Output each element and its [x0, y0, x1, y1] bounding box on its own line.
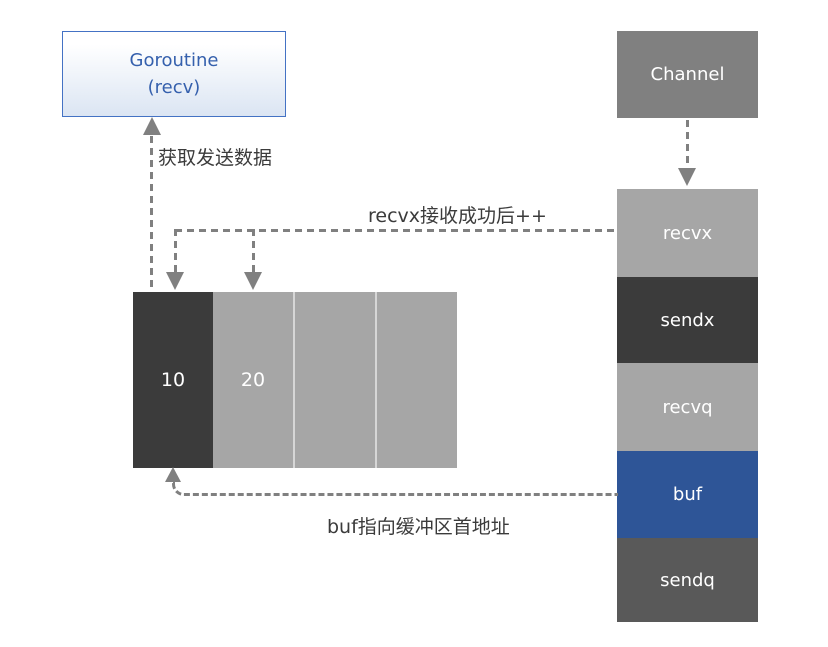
arrow-up-icon — [143, 117, 161, 135]
channel-field-recvx: recvx — [617, 189, 758, 277]
channel-field-sendx-label: sendx — [660, 309, 715, 331]
buf-arrow-up-icon — [165, 467, 181, 482]
goroutine-box: Goroutine (recv) — [62, 31, 286, 117]
goroutine-label-line2: (recv) — [147, 77, 201, 98]
recvx-increment-label: recvx接收成功后++ — [368, 205, 547, 227]
recv-data-arrow-line — [150, 136, 153, 292]
arrow-down-icon — [166, 272, 184, 290]
buf-pointer-label: buf指向缓冲区首地址 — [327, 516, 510, 538]
buffer-cell-3 — [375, 292, 457, 468]
goroutine-label-line1: Goroutine — [129, 50, 219, 71]
arrow-down-icon — [244, 272, 262, 290]
channel-arrow-line — [686, 120, 689, 168]
buffer-cell-0: 10 — [133, 292, 213, 468]
channel-field-sendq-label: sendq — [660, 569, 715, 591]
recvx-pointer-drop-2 — [252, 229, 255, 274]
buffer-cell-1: 20 — [213, 292, 293, 468]
channel-struct: recvx sendx recvq buf sendq — [617, 189, 758, 622]
buffer-cell-0-value: 10 — [160, 369, 186, 391]
recvx-pointer-line — [175, 229, 617, 232]
channel-title-box: Channel — [617, 31, 758, 118]
channel-title-label: Channel — [650, 64, 725, 85]
channel-field-recvq-label: recvq — [662, 396, 713, 418]
recvx-pointer-drop-1 — [174, 229, 177, 274]
channel-field-recvx-label: recvx — [662, 222, 713, 244]
buffer-cell-2 — [293, 292, 375, 468]
buffer-cell-1-value: 20 — [240, 369, 266, 391]
channel-field-sendx: sendx — [617, 277, 758, 363]
fetch-data-label: 获取发送数据 — [158, 147, 273, 169]
channel-field-buf-label: buf — [672, 484, 703, 505]
channel-field-buf: buf — [617, 451, 758, 538]
buf-pointer-line — [172, 480, 618, 496]
channel-field-recvq: recvq — [617, 363, 758, 451]
buffer-array: 10 20 — [133, 292, 457, 468]
channel-field-sendq: sendq — [617, 538, 758, 622]
arrow-down-icon — [678, 168, 696, 186]
